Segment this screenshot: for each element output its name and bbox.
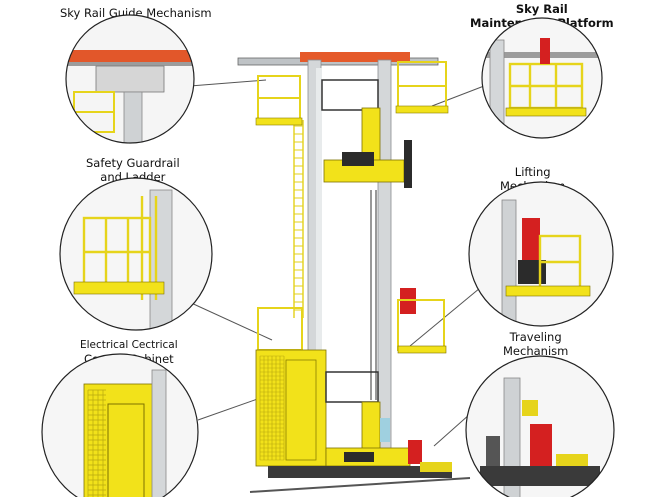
label-sky-rail-guide-mechanism: Sky Rail Guide Mechanism	[60, 6, 212, 20]
callout-lifting-mechanism	[468, 181, 614, 327]
label-traveling-mechanism: Traveling Mechanism	[503, 330, 569, 358]
callout-lines	[175, 79, 485, 447]
callout-maintenance-platform	[481, 17, 603, 139]
callout-sky-rail-guide	[65, 14, 195, 144]
stacker-crane	[237, 52, 471, 493]
callout-guardrail-ladder	[59, 177, 213, 331]
callout-control-cabinet	[41, 353, 199, 497]
callout-traveling-mechanism	[465, 355, 615, 497]
